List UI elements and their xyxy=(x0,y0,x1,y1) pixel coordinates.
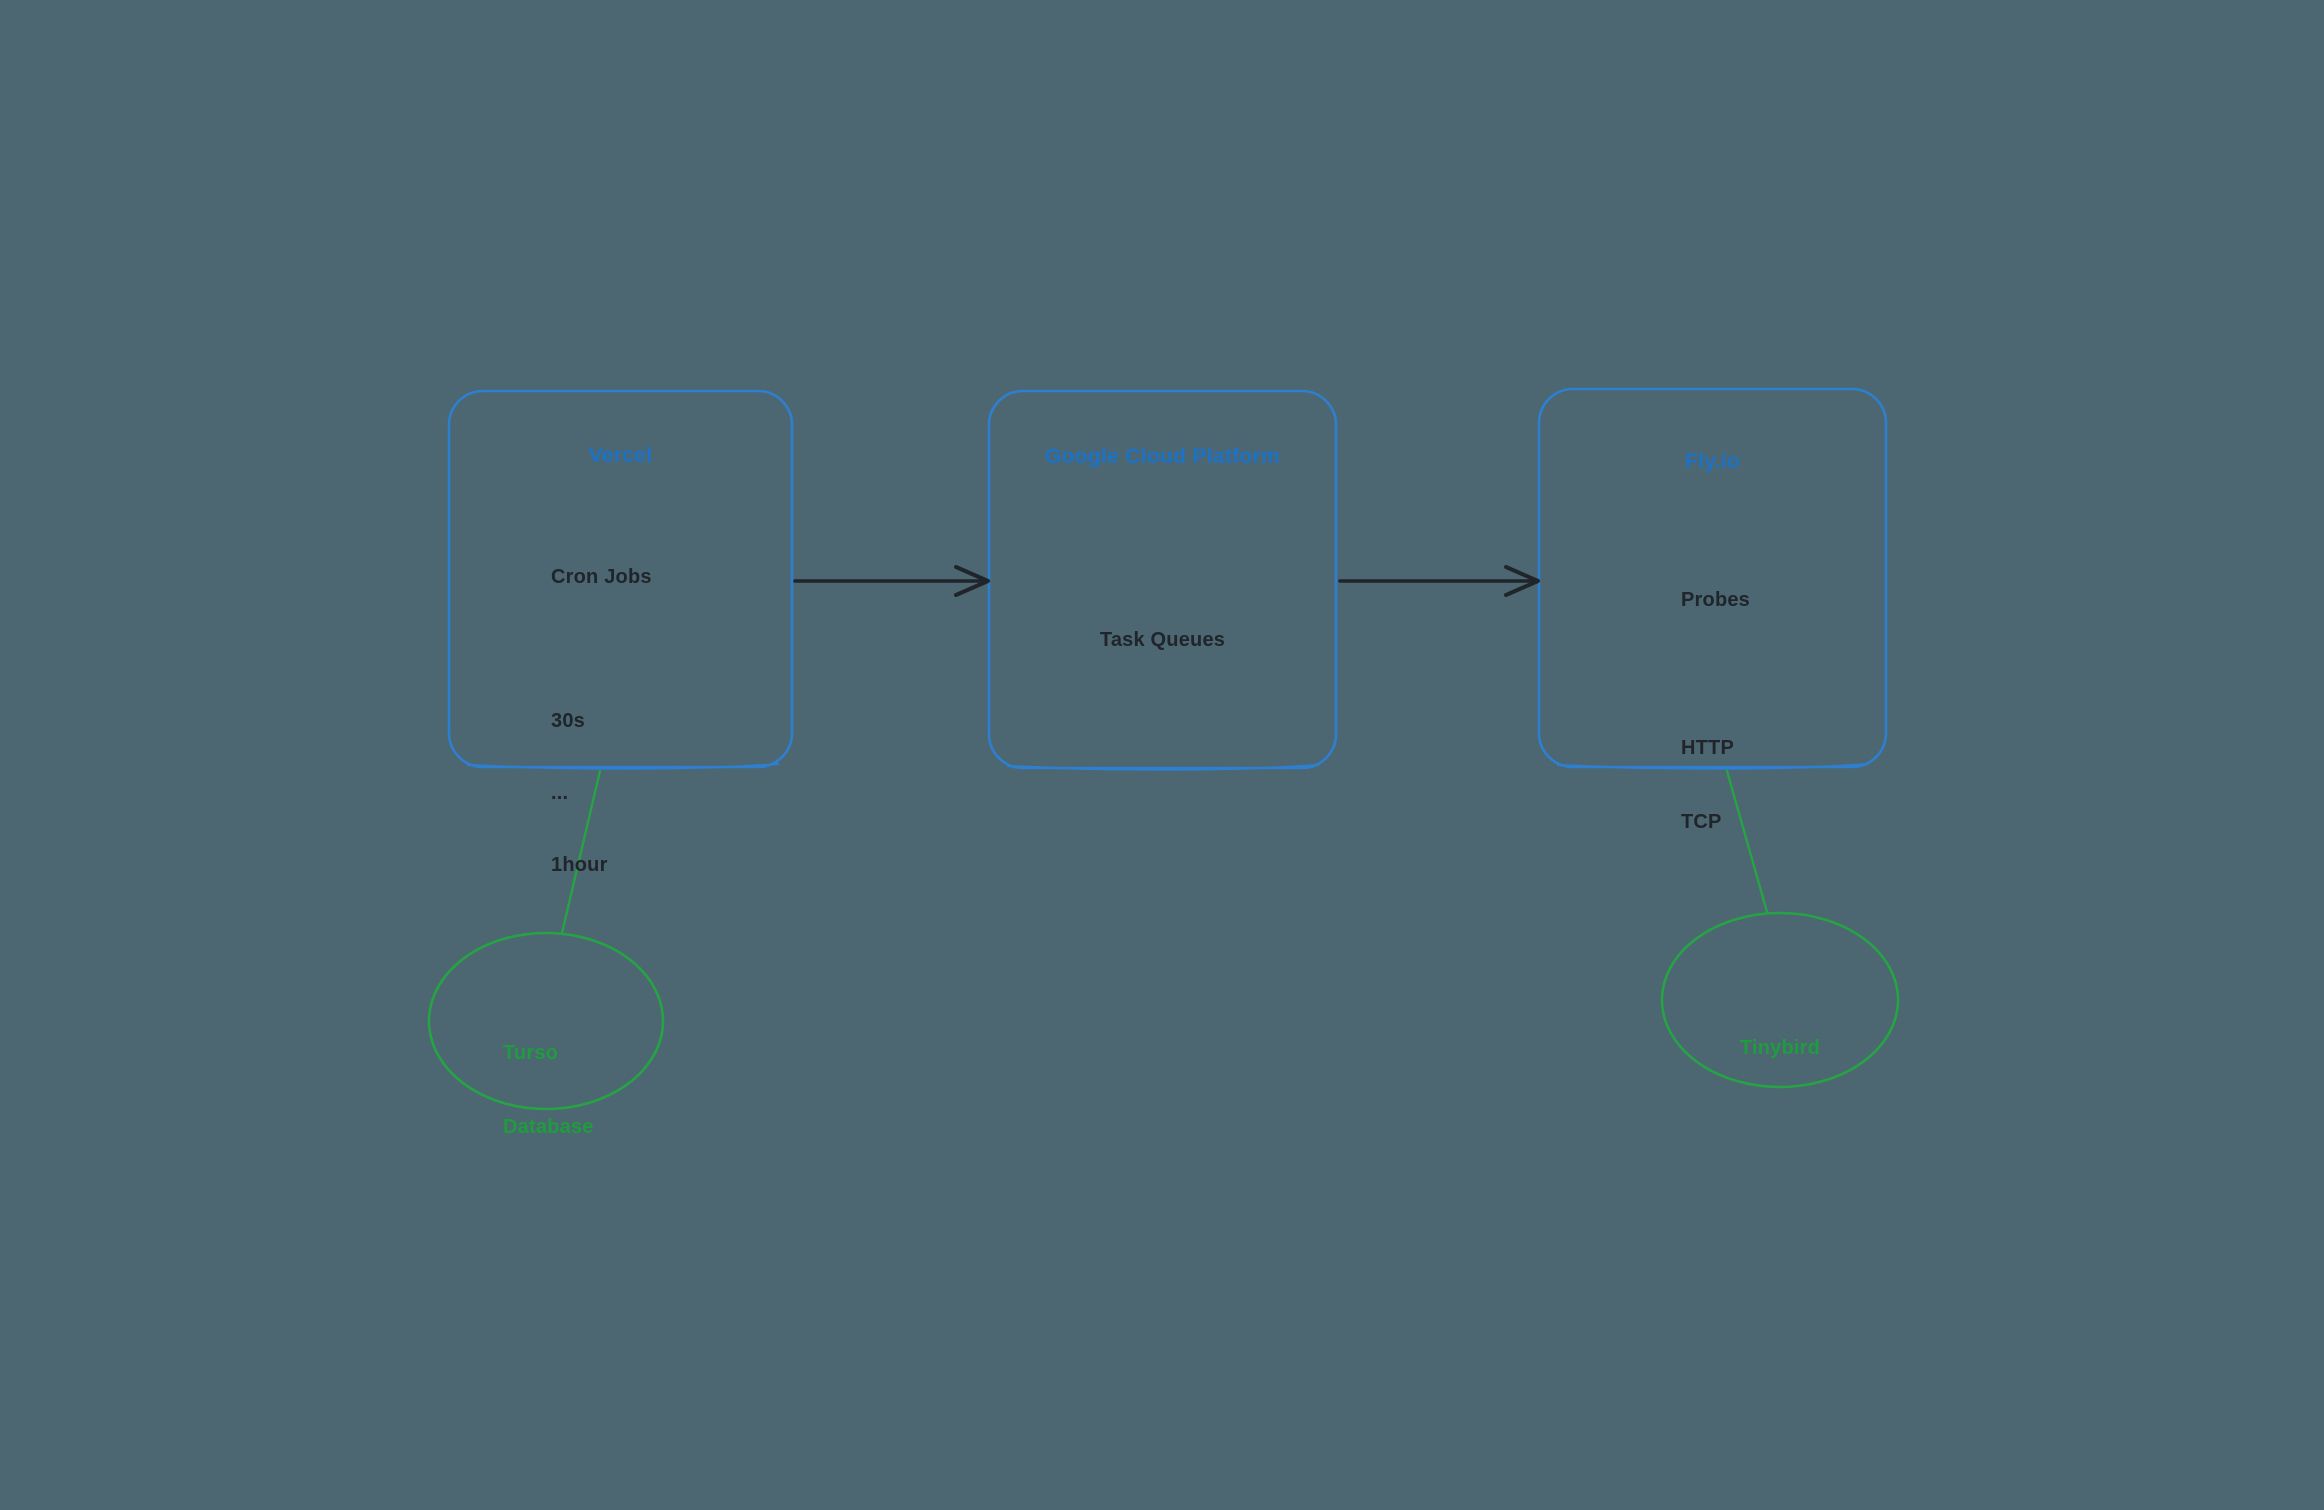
connector-vercel-turso xyxy=(560,769,602,935)
arrow-vercel-to-gcp xyxy=(793,565,990,597)
node-vercel-box xyxy=(447,389,794,769)
text-line: TCP xyxy=(1681,811,1722,833)
connector-flyio-tinybird xyxy=(1725,769,1769,914)
turso-ellipse xyxy=(427,931,665,1111)
sketch-stroke xyxy=(1556,762,1870,770)
turso-label: Turso Database xyxy=(503,993,594,1187)
node-vercel-body: Cron Jobs 30s ... 1hour xyxy=(551,518,652,924)
text-line: Task Queues xyxy=(1099,629,1226,651)
text-line: Turso xyxy=(503,1042,559,1064)
tinybird-ellipse xyxy=(1660,911,1900,1089)
text-line: Cron Jobs xyxy=(551,566,652,588)
arrow-gcp-to-flyio xyxy=(1338,565,1540,597)
sketch-stroke xyxy=(466,762,780,770)
node-gcp-body: Task Queues xyxy=(989,581,1336,699)
text-line: 30s xyxy=(551,710,585,732)
node-flyio-title: Fly.io xyxy=(1684,450,1741,473)
node-flyio-box xyxy=(1537,387,1888,769)
text-line xyxy=(551,636,652,662)
node-gcp-title: Google Cloud Platform xyxy=(1045,445,1280,468)
sketch-stroke xyxy=(1006,763,1320,771)
text-line: Probes xyxy=(1681,589,1751,611)
text-line: ... xyxy=(551,782,569,804)
text-line: HTTP xyxy=(1681,737,1735,759)
tinybird-label: Tinybird xyxy=(1662,988,1898,1108)
text-line xyxy=(1681,660,1750,688)
node-flyio-body: Probes HTTP TCP xyxy=(1681,540,1750,882)
node-vercel-title: Vercel xyxy=(588,444,653,467)
text-line: 1hour xyxy=(551,854,608,876)
text-line: Database xyxy=(503,1116,594,1138)
text-line: Tinybird xyxy=(1739,1037,1821,1059)
